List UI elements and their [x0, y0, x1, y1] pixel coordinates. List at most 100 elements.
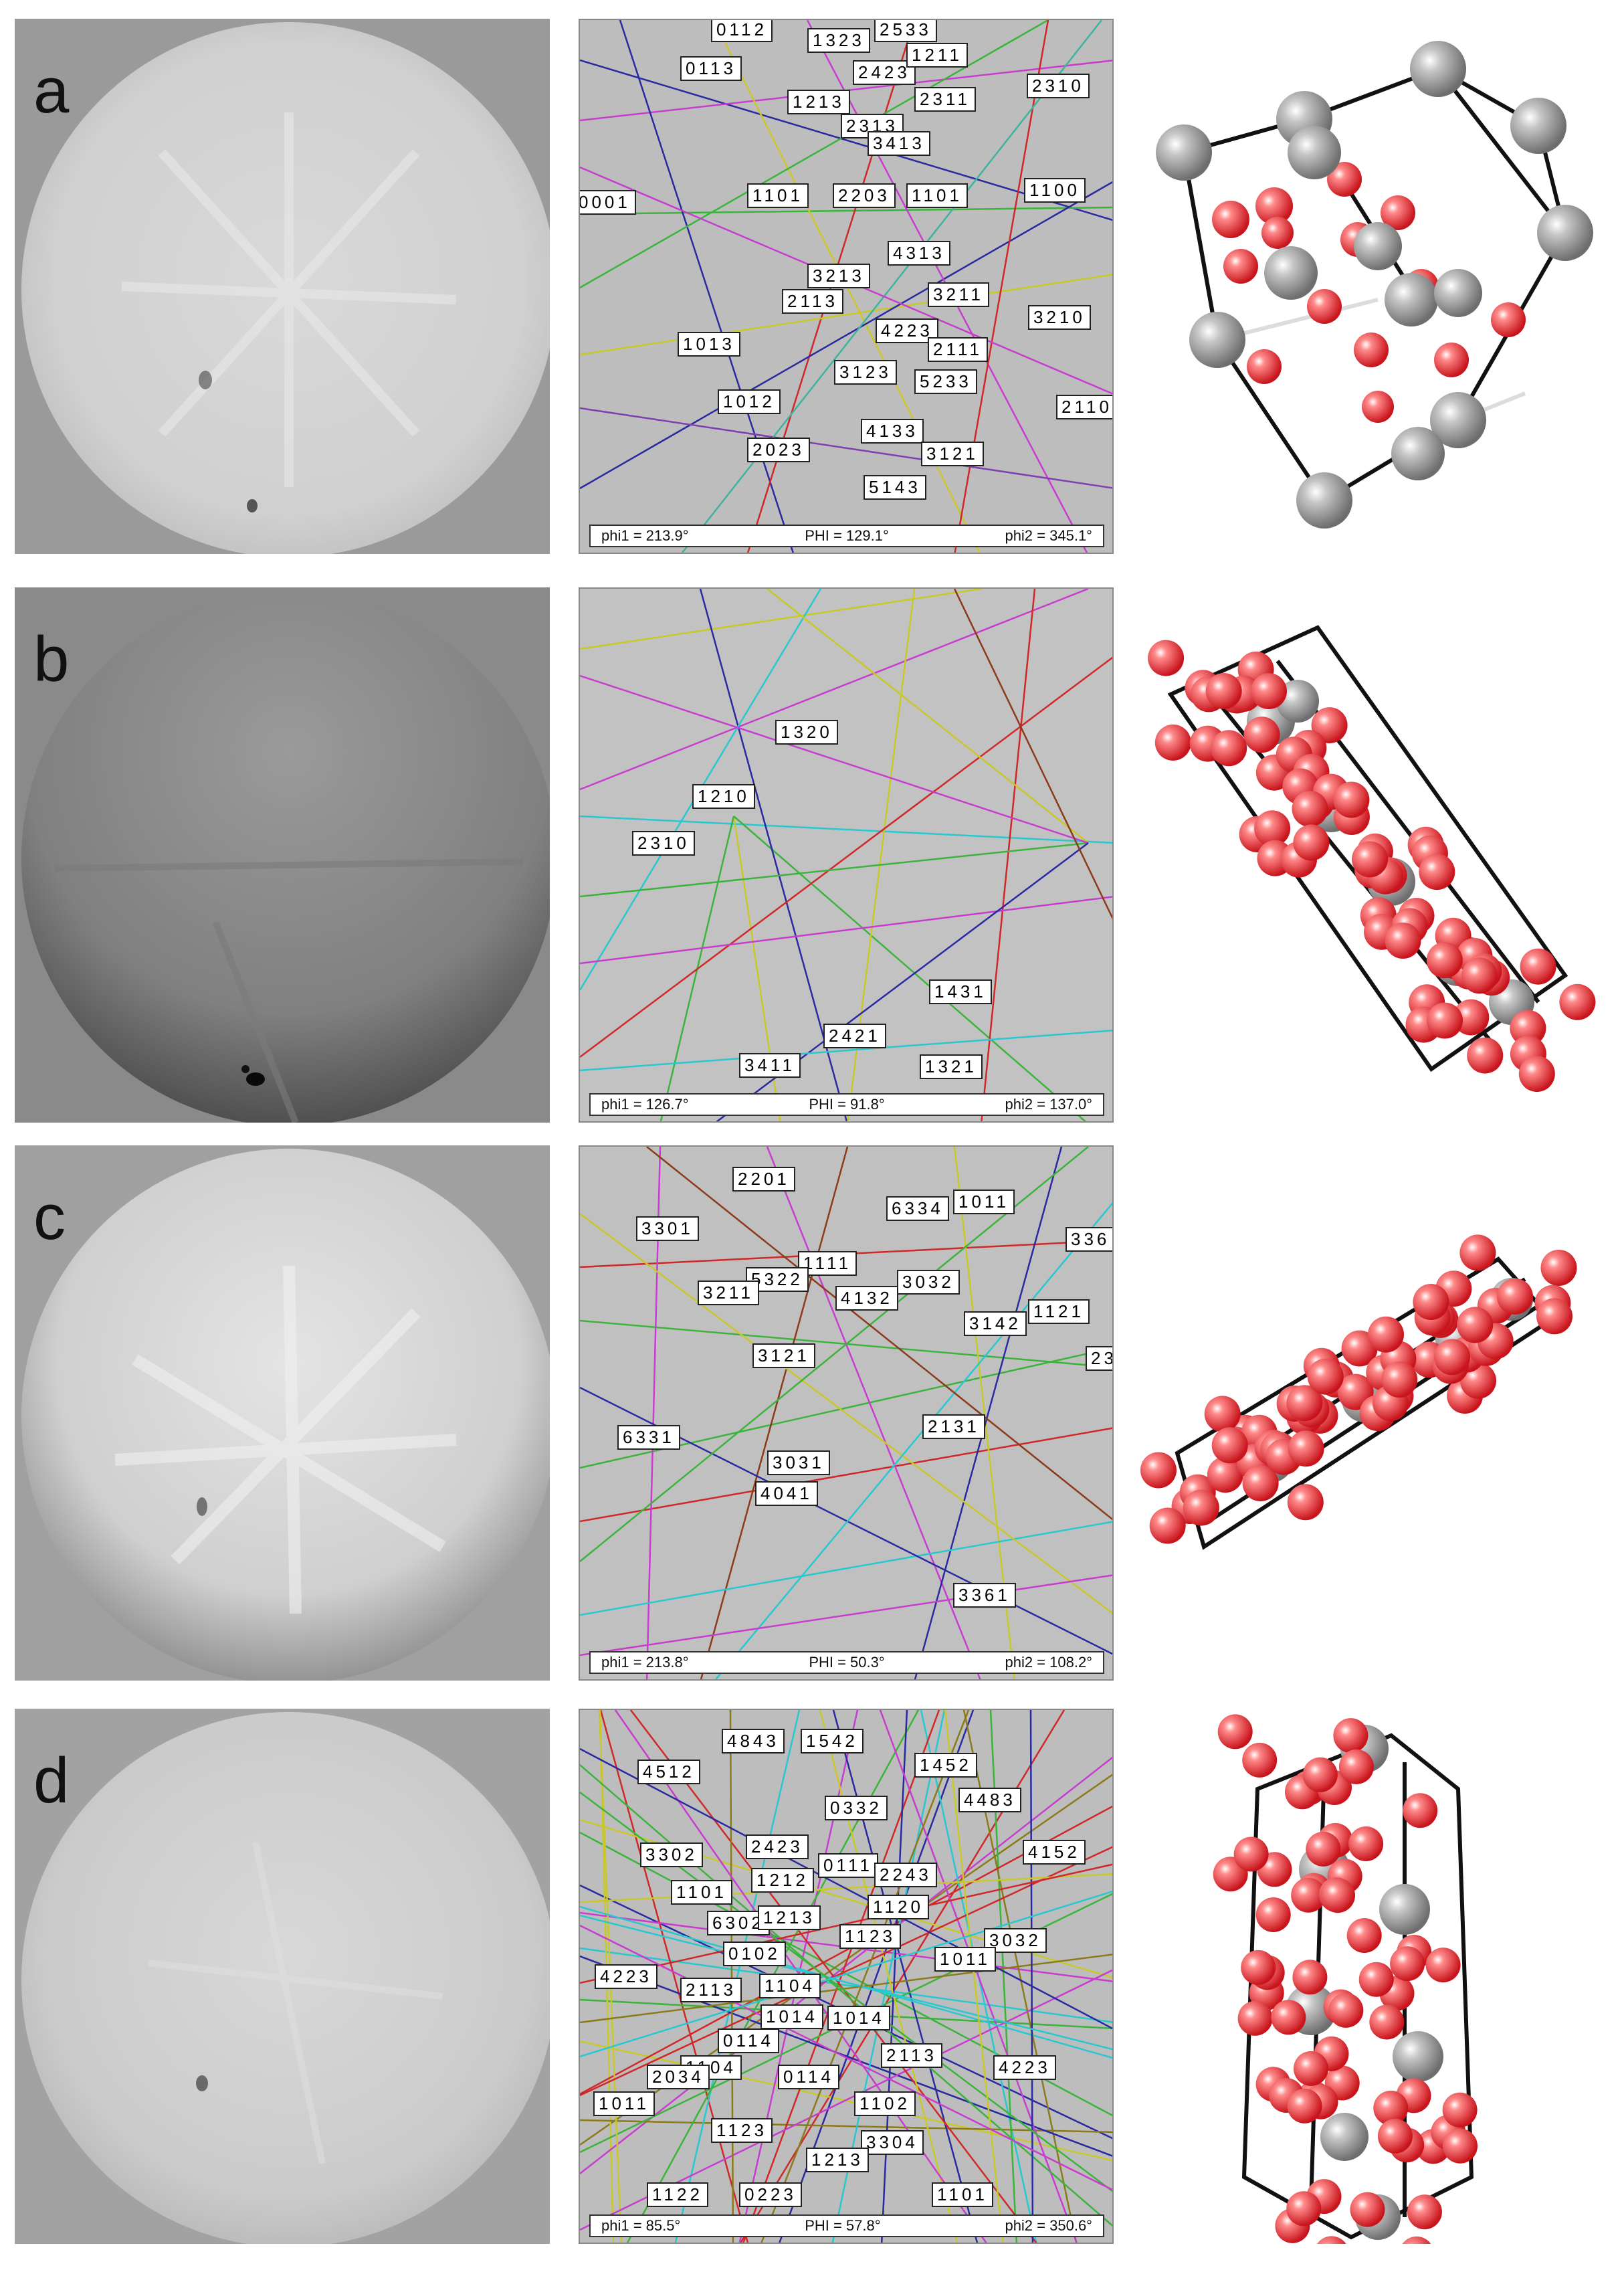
hkl-label: 1013: [678, 332, 740, 357]
ebsd-pattern-c: [15, 1145, 550, 1681]
hkl-label: 2110: [1056, 395, 1112, 419]
kikuchi-band-line: [580, 1756, 1112, 2174]
oxygen-atom: [1314, 2236, 1349, 2271]
panel-letter-c: c: [33, 1181, 66, 1253]
hkl-label: 2131: [922, 1414, 985, 1439]
euler-phi1: phi1 = 213.9°: [601, 527, 689, 544]
hkl-label: 2533: [874, 20, 937, 42]
oxygen-atom: [1242, 1465, 1279, 1502]
hkl-label: 1210: [692, 784, 755, 809]
oxygen-atom: [1291, 1877, 1326, 1913]
hkl-label: 1122: [647, 2182, 708, 2207]
euler-phi2: phi2 = 137.0°: [1005, 1096, 1092, 1113]
kikuchi-band-line: [742, 1710, 940, 2243]
hkl-label: 4132: [835, 1286, 898, 1311]
euler-phi1: phi1 = 85.5°: [601, 2217, 681, 2234]
hkl-label: 5233: [914, 369, 977, 394]
hkl-label: 1011: [953, 1190, 1015, 1214]
oxygen-atom: [1338, 1749, 1374, 1784]
euler-phi2: phi2 = 108.2°: [1005, 1654, 1092, 1671]
hkl-label: 0114: [718, 2028, 779, 2053]
hkl-label: 4843: [722, 1729, 785, 1754]
oxygen-atom: [1154, 724, 1191, 761]
kikuchi-band-line: [580, 1954, 1112, 2024]
hkl-label: 3302: [640, 1842, 703, 1867]
hkl-label: 3301: [636, 1216, 699, 1241]
hkl-label: 2310: [1027, 74, 1090, 98]
hkl-label: 3304: [861, 2130, 924, 2155]
hkl-label: 3213: [807, 264, 870, 288]
oxygen-atom: [1510, 1010, 1546, 1046]
tilted-prism-cell: [1148, 625, 1596, 1093]
panel-letter-a: a: [33, 55, 70, 126]
oxygen-atom: [1320, 1878, 1355, 1913]
hkl-label: 3210: [1028, 305, 1091, 330]
oxygen-atom: [1377, 2118, 1413, 2154]
oxygen-atom: [1497, 1278, 1533, 1315]
hkl-label: 1011: [934, 1947, 996, 1972]
oxygen-atom: [1287, 2088, 1322, 2123]
hkl-label: 2113: [782, 289, 843, 314]
oxygen-atom: [1442, 2092, 1478, 2127]
oxygen-atom: [1385, 923, 1421, 959]
oxygen-atom: [1425, 1948, 1461, 1983]
hkl-label: 2423: [853, 60, 916, 85]
oxygen-atom: [1358, 1962, 1394, 1997]
oxygen-atom: [1368, 1316, 1404, 1353]
oxygen-atom: [1407, 2194, 1442, 2230]
hkl-label: 336: [1065, 1227, 1112, 1252]
hkl-label: 2423: [746, 1834, 809, 1859]
oxygen-atom: [1204, 1396, 1241, 1432]
hkl-label: 0332: [825, 1796, 888, 1820]
oxygen-atom: [1333, 781, 1370, 818]
hkl-label: 1101: [932, 2182, 993, 2207]
panel-a: a 0112 1323 2533 0113: [0, 19, 1624, 554]
oxygen-atom: [1426, 942, 1463, 979]
hkl-label: 1014: [827, 2006, 890, 2030]
crystal-model-c: [1124, 1145, 1624, 1681]
kikuchi-band-line: [580, 1846, 1112, 2097]
hkl-label: 1111: [798, 1251, 857, 1276]
hkl-label: 1104: [759, 1974, 821, 1998]
oxygen-atom: [1536, 1298, 1572, 1335]
hkl-label: 1320: [775, 720, 838, 745]
hkl-label: 1323: [807, 28, 870, 53]
kikuchi-band-line: [580, 1764, 1112, 2227]
hkl-label: 0223: [739, 2182, 802, 2207]
hkl-label: 1102: [854, 2091, 916, 2116]
ebsd-pattern-a: [15, 19, 550, 554]
kikuchi-band-line: [760, 1710, 970, 2243]
kikuchi-band-line: [1029, 1710, 1034, 2243]
oxygen-atom: [1286, 2191, 1322, 2227]
kikuchi-band-line: [944, 1710, 1004, 2243]
hkl-label: 3411: [739, 1053, 801, 1078]
hkl-label: 0111: [818, 1853, 878, 1878]
ebsd-pattern-b: [15, 587, 550, 1123]
panel-d: d 4843 1542 4512 1452 0332 4483 3302 242…: [0, 1709, 1624, 2272]
oxygen-atom: [1520, 948, 1556, 985]
kikuchi-band-line: [580, 1914, 1112, 2051]
hkl-label: 1120: [868, 1895, 929, 1919]
oxygen-atom: [1288, 1430, 1324, 1467]
oxygen-atom: [1381, 1361, 1418, 1398]
oxygen-atom: [1286, 1385, 1323, 1422]
indexed-pattern-d: 4843 1542 4512 1452 0332 4483 3302 2423 …: [579, 1709, 1114, 2244]
hkl-label: 2034: [647, 2065, 710, 2089]
kikuchi-band-line: [580, 2119, 1112, 2134]
hkl-label: 3121: [752, 1343, 815, 1368]
euler-phi1: phi1 = 213.8°: [601, 1654, 689, 1671]
hkl-label: 2203: [833, 183, 896, 208]
euler-phi1: phi1 = 126.7°: [601, 1096, 689, 1113]
oxygen-atom: [1350, 2192, 1385, 2227]
hkl-label: 3121: [921, 442, 984, 466]
hkl-label: 4512: [637, 1760, 700, 1784]
ebsd-pattern-d-image: [15, 1709, 550, 2244]
hkl-label: 5143: [864, 475, 926, 500]
oxygen-atom: [1217, 1714, 1253, 1749]
oxygen-atom: [1233, 1836, 1269, 1872]
oxygen-atom: [1559, 983, 1596, 1020]
oxygen-atom: [1373, 2090, 1409, 2125]
oxygen-atom: [1140, 1452, 1177, 1489]
oxygen-atom: [1453, 999, 1490, 1036]
hkl-label: 2421: [823, 1024, 886, 1048]
